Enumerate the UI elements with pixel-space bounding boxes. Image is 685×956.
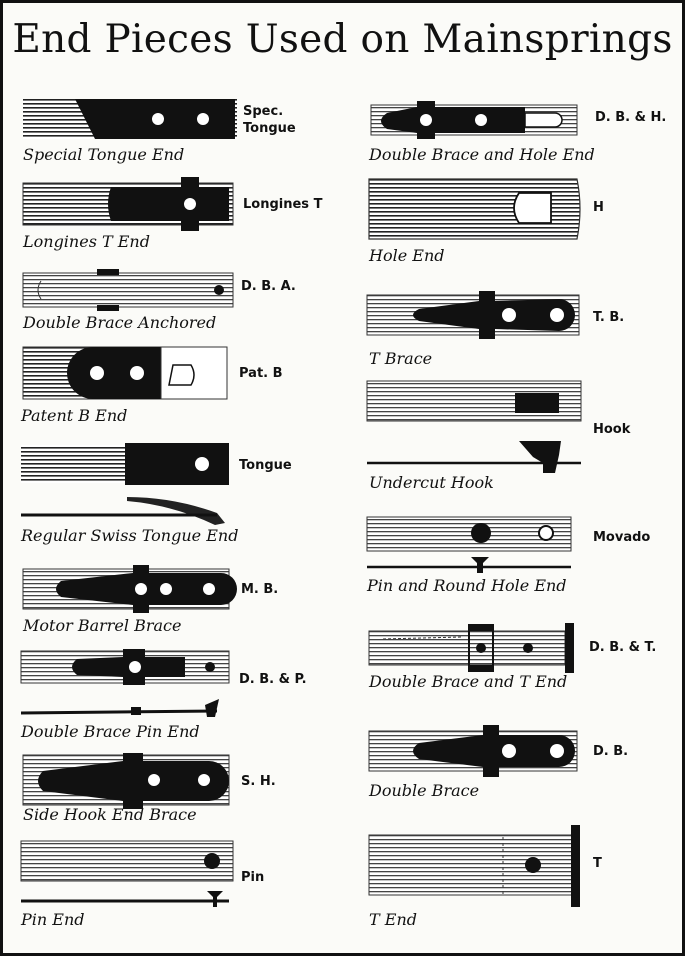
spring-double-brace-t [368, 623, 574, 673]
code-label: S. H. [241, 774, 276, 789]
code-label: D. B. & H. [595, 110, 667, 125]
code-label: M. B. [241, 582, 279, 597]
spring-double-brace-anchored [22, 269, 234, 311]
caption: Longines T End [23, 232, 150, 251]
code-label: Spec. Tongue [243, 104, 296, 136]
caption: T End [369, 910, 417, 929]
spring-pin-end [20, 840, 234, 907]
caption: Undercut Hook [369, 473, 494, 492]
spring-pin-round-hole [366, 516, 572, 573]
caption: Double Brace [369, 781, 480, 800]
caption: Side Hook End Brace [23, 805, 197, 824]
spring-double-brace-pin [20, 649, 230, 717]
spring-double-brace [368, 725, 578, 777]
spring-side-hook-brace [22, 753, 230, 809]
spring-t-brace [366, 291, 580, 339]
code-label: Pin [241, 870, 265, 885]
caption: Hole End [369, 246, 445, 265]
code-label: Tongue [239, 458, 292, 473]
caption: Regular Swiss Tongue End [21, 526, 239, 545]
spring-special-tongue [23, 99, 237, 139]
spring-regular-swiss-tongue [21, 443, 229, 525]
code-label: H [593, 200, 604, 215]
spring-t-end [368, 825, 580, 907]
caption: Motor Barrel Brace [23, 616, 182, 635]
code-label: T [593, 856, 602, 871]
spring-undercut-hook [366, 380, 582, 473]
caption: Pin End [21, 910, 85, 929]
caption: Special Tongue End [23, 145, 185, 164]
spring-hole-end [368, 178, 581, 240]
code-label: Longines T [243, 197, 323, 212]
code-label: D. B. [593, 744, 629, 759]
code-label: Pat. B [239, 366, 283, 381]
code-label: Movado [593, 530, 651, 545]
caption: Double Brace and T End [369, 672, 568, 691]
spring-double-brace-hole [370, 101, 578, 139]
caption: T Brace [369, 349, 433, 368]
caption: Double Brace and Hole End [369, 145, 595, 164]
spring-motor-barrel-brace [22, 565, 237, 613]
code-label: Hook [593, 422, 631, 437]
caption: Patent B End [21, 406, 128, 425]
caption: Pin and Round Hole End [367, 576, 567, 595]
caption: Double Brace Anchored [23, 313, 217, 332]
caption: Double Brace Pin End [21, 722, 200, 741]
spring-longines-t [22, 177, 234, 231]
code-label: T. B. [593, 310, 625, 325]
spring-patent-b [22, 346, 228, 400]
code-label: D. B. & T. [589, 640, 657, 655]
page-title: End Pieces Used on Mainsprings [12, 17, 673, 62]
spring-illustrations [20, 99, 582, 907]
code-label: D. B. A. [241, 279, 296, 294]
code-label: D. B. & P. [239, 672, 307, 687]
